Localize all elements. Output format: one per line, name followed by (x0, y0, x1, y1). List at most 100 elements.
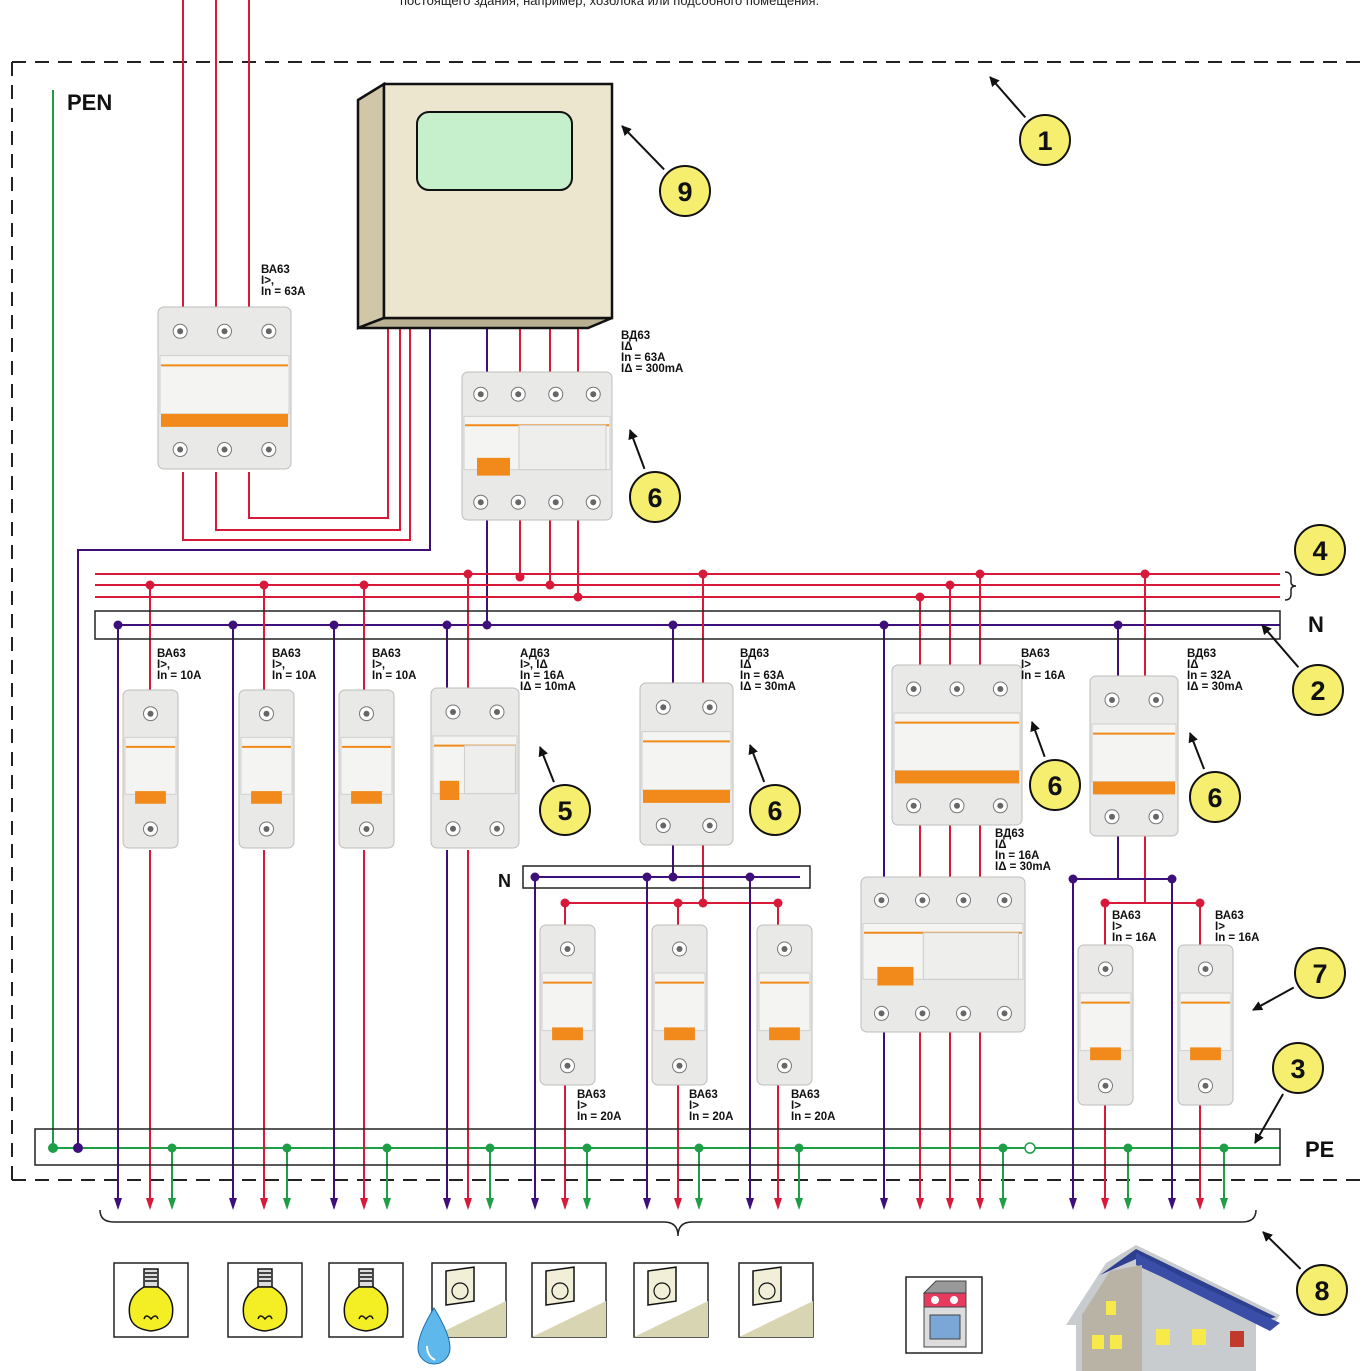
breaker-label-line: I>, (372, 659, 385, 671)
breaker-label-line: In = 32A (1187, 670, 1231, 682)
main-breaker (157, 306, 292, 470)
callout-5: 5 (538, 746, 591, 836)
callout-number: 7 (1312, 959, 1327, 989)
breaker-label-line: ВА63 (577, 1089, 606, 1101)
callout-number: 6 (1047, 771, 1062, 801)
callout-4: 4 (1294, 524, 1346, 576)
breaker-light-2 (238, 689, 295, 849)
breaker-light-1 (122, 689, 179, 849)
callout-1: 1 (989, 76, 1071, 166)
breaker-socket-3 (756, 924, 813, 1086)
socket-icon (431, 1262, 507, 1338)
breaker-label-line: IΔ = 30mA (995, 861, 1051, 873)
breaker-label-line: IΔ = 10mA (520, 681, 576, 693)
callout-8: 8 (1262, 1231, 1348, 1316)
callout-6: 6 (628, 429, 681, 523)
breaker-label-line: I>, (157, 659, 170, 671)
callout-number: 8 (1314, 1276, 1329, 1306)
n-busbar (94, 610, 1281, 640)
lamp-icon (227, 1262, 303, 1338)
breaker-label-line: ВА63 (1021, 648, 1050, 660)
breaker-label-line: АД63 (520, 648, 550, 660)
breaker-label-line: I> (689, 1100, 699, 1112)
breaker-label-line: In = 16A (1021, 670, 1065, 682)
pe-bus-label: PE (1305, 1137, 1334, 1162)
breaker-label-line: IΔ = 300mA (621, 363, 683, 375)
caption-fragment: постоящего здания, например, хозблока ил… (400, 0, 819, 8)
ad63-breaker (430, 687, 520, 849)
breaker-socket-2 (651, 924, 708, 1086)
pe-busbar (34, 1128, 1281, 1166)
breaker-label-line: ВД63 (995, 828, 1024, 840)
breaker-label-line: ВА63 (157, 648, 186, 660)
breaker-label-line: In = 16A (1112, 932, 1156, 944)
breaker-label-line: In = 16A (1215, 932, 1259, 944)
water-drop-icon (417, 1307, 451, 1365)
breaker-label-line: ВА63 (791, 1089, 820, 1101)
breaker-label-line: IΔ (740, 659, 751, 671)
breaker-socket-1 (539, 924, 596, 1086)
breaker-label-line: ВА63 (1215, 910, 1244, 922)
n-bus-small-label: N (498, 871, 511, 891)
lamp-icon (113, 1262, 189, 1338)
callout-number: 6 (1207, 783, 1222, 813)
callout-number: 6 (647, 483, 662, 513)
breaker-label-line: In = 20A (577, 1111, 621, 1123)
breaker-label-line: In = 63A (621, 352, 665, 364)
callout-number: 4 (1312, 536, 1327, 566)
breaker-label-line: ВА63 (372, 648, 401, 660)
breaker-label-line: I> (1215, 921, 1225, 933)
loads (113, 1245, 1280, 1371)
callout-7: 7 (1252, 947, 1346, 1011)
n-bus-label: N (1308, 612, 1324, 637)
breaker-house-1 (1077, 944, 1134, 1106)
breaker-label-line: ВД63 (1187, 648, 1216, 660)
breaker-label-line: ВД63 (740, 648, 769, 660)
callout-number: 1 (1037, 126, 1052, 156)
junction-dots (48, 569, 1229, 1154)
callout-3: 3 (1254, 1042, 1324, 1144)
callout-number: 5 (557, 796, 572, 826)
breaker-label-line: ВА63 (689, 1089, 718, 1101)
breaker-label-line: In = 20A (689, 1111, 733, 1123)
breaker-label-line: IΔ (621, 341, 632, 353)
callout-9: 9 (621, 125, 711, 217)
breaker-label-line: IΔ (1187, 659, 1198, 671)
meter-box (356, 81, 614, 330)
pen-label: PEN (67, 90, 112, 115)
breaker-label-line: In = 10A (272, 670, 316, 682)
breaker-label-line: In = 16A (520, 670, 564, 682)
breaker-label-line: ВА63 (1112, 910, 1141, 922)
breaker-label-line: I>, (261, 275, 274, 287)
breaker-label-line: IΔ = 30mA (740, 681, 796, 693)
lamp-icon (328, 1262, 404, 1338)
socket-icon (531, 1262, 607, 1338)
callout-number: 9 (677, 177, 692, 207)
breaker-label-line: ВД63 (621, 330, 650, 342)
breaker-label-line: IΔ (995, 839, 1006, 851)
callout-number: 6 (767, 796, 782, 826)
callout-number: 2 (1310, 676, 1325, 706)
breaker-label-line: In = 20A (791, 1111, 835, 1123)
breaker-label-line: I> (1021, 659, 1031, 671)
rcd-stove (860, 876, 1026, 1033)
breaker-label-line: In = 16A (995, 850, 1039, 862)
callout-6: 6 (1188, 732, 1241, 823)
n-busbar-small (522, 865, 811, 889)
